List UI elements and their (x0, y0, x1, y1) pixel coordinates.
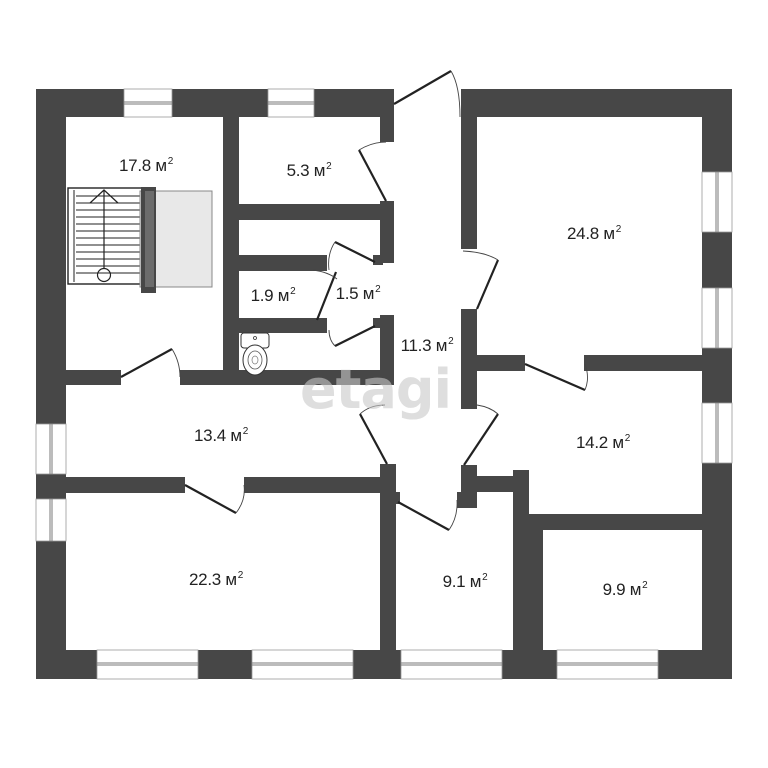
door-washroom-top (328, 241, 376, 271)
room-label-room-bottom-middle: 9.1 м2 (443, 572, 488, 592)
window-top-1 (123, 88, 173, 118)
area-unit-superscript: 2 (642, 580, 648, 591)
room-label-small-room-top: 5.3 м2 (287, 161, 332, 181)
door-hall-corridor (359, 404, 388, 465)
interior-walls (66, 89, 702, 650)
room-label-room-right-middle: 14.2 м2 (576, 433, 630, 453)
area-unit: м (277, 286, 290, 305)
staircase (67, 187, 213, 293)
door-washroom-bottom (328, 325, 376, 347)
room-area: 5.3 (286, 161, 310, 180)
door-room-14-2-top (524, 362, 588, 392)
door-room-5-3 (358, 141, 387, 202)
area-unit: м (313, 161, 326, 180)
door-storage (312, 269, 338, 321)
area-unit: м (225, 570, 237, 589)
room-label-room-bottom-right: 9.9 м2 (603, 580, 648, 600)
area-unit-superscript: 2 (615, 224, 622, 235)
area-unit: м (469, 572, 482, 591)
room-area: 17.8 (119, 156, 151, 175)
window-right-1 (701, 171, 733, 233)
toilet-icon (240, 332, 270, 376)
room-label-living-room: 22.3 м2 (189, 570, 243, 590)
area-unit: м (230, 426, 242, 445)
area-unit-superscript: 2 (242, 426, 249, 437)
area-unit-superscript: 2 (375, 284, 381, 295)
window-bottom-1 (96, 649, 199, 680)
room-area: 13.4 (194, 426, 226, 445)
door-entrance (393, 70, 461, 118)
room-area: 1.5 (335, 284, 359, 303)
area-unit: м (629, 580, 642, 599)
window-left-1 (35, 423, 67, 475)
doors (120, 70, 588, 531)
window-top-2 (267, 88, 315, 118)
area-unit-superscript: 2 (167, 156, 174, 167)
room-area: 22.3 (189, 570, 221, 589)
room-label-washroom: 1.5 м2 (336, 284, 381, 304)
area-unit-superscript: 2 (448, 336, 454, 347)
room-label-corridor: 11.3 м2 (401, 336, 454, 356)
window-bottom-2 (251, 649, 354, 680)
room-label-hall: 13.4 м2 (194, 426, 248, 446)
room-area: 9.1 (442, 572, 466, 591)
door-room-24-8 (462, 250, 500, 310)
area-unit-superscript: 2 (326, 161, 332, 172)
area-unit-superscript: 2 (624, 433, 631, 444)
area-unit: м (603, 224, 615, 243)
area-unit: м (612, 433, 624, 452)
room-area: 24.8 (567, 224, 599, 243)
area-unit: м (362, 284, 375, 303)
area-unit-superscript: 2 (237, 570, 244, 581)
room-area: 11.3 (400, 336, 432, 355)
area-unit-superscript: 2 (290, 286, 296, 297)
window-bottom-4 (556, 649, 659, 680)
room-area: 9.9 (602, 580, 626, 599)
room-label-bedroom-large-right: 24.8 м2 (567, 224, 621, 244)
windows (35, 88, 733, 680)
window-bottom-3 (400, 649, 503, 680)
area-unit: м (435, 336, 448, 355)
door-stair-hall (120, 348, 181, 378)
area-unit-superscript: 2 (482, 572, 488, 583)
window-right-2 (701, 287, 733, 349)
window-right-3 (701, 402, 733, 464)
room-area: 14.2 (576, 433, 608, 452)
door-room-9-1 (397, 499, 458, 531)
window-left-2 (35, 498, 67, 542)
door-living-room (184, 484, 245, 514)
area-unit: м (155, 156, 167, 175)
room-label-storage: 1.9 м2 (251, 286, 296, 306)
door-room-14-2-corridor (463, 404, 499, 466)
room-label-stair-hall: 17.8 м2 (119, 156, 173, 176)
room-area: 1.9 (250, 286, 274, 305)
